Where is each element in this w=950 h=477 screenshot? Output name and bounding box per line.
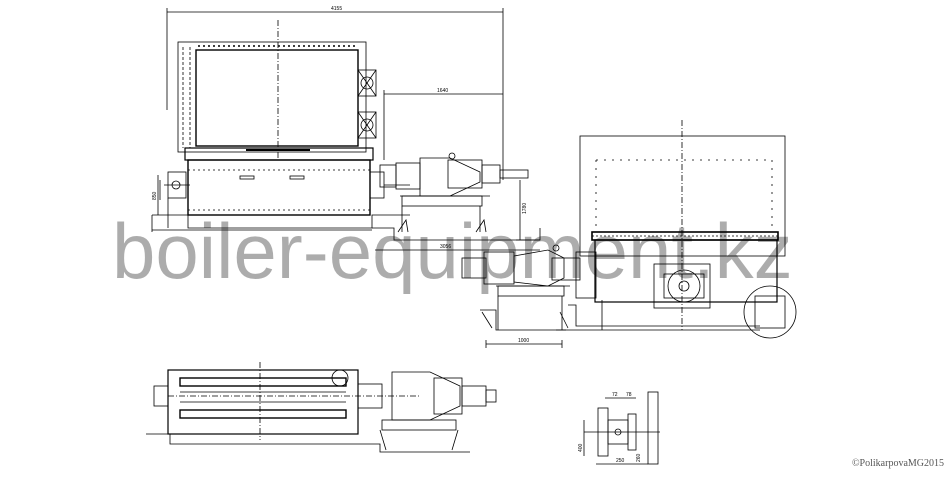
dimension-top-right: 1640	[437, 88, 448, 94]
fan-symbol-lower	[357, 111, 377, 139]
dimension-right-height: 1780	[522, 203, 528, 214]
right-assembly	[556, 120, 797, 339]
dimension-overall-width: 4155	[331, 6, 342, 12]
dimension-base-span: 3056	[440, 244, 451, 250]
dimension-left-height: 850	[152, 191, 158, 200]
copyright-credit: ©PolikarpovaMG2015	[851, 458, 944, 469]
detail-view	[583, 391, 660, 465]
motor-assembly-lower	[461, 244, 581, 348]
dimension-detail-e: 260	[636, 453, 642, 462]
motor-assembly-upper	[372, 152, 541, 251]
fan-symbol-upper	[357, 69, 377, 97]
dimension-lower-span: 1000	[518, 338, 529, 344]
dimension-detail-d: 400	[578, 443, 584, 452]
dimension-detail-a: 72	[612, 392, 618, 398]
plan-view	[146, 362, 497, 453]
dimension-detail-b: 78	[626, 392, 632, 398]
watermark-text: boiler-equipment.kz	[112, 207, 793, 295]
top-left-assembly	[151, 8, 504, 232]
dimension-detail-c: 250	[616, 458, 625, 464]
